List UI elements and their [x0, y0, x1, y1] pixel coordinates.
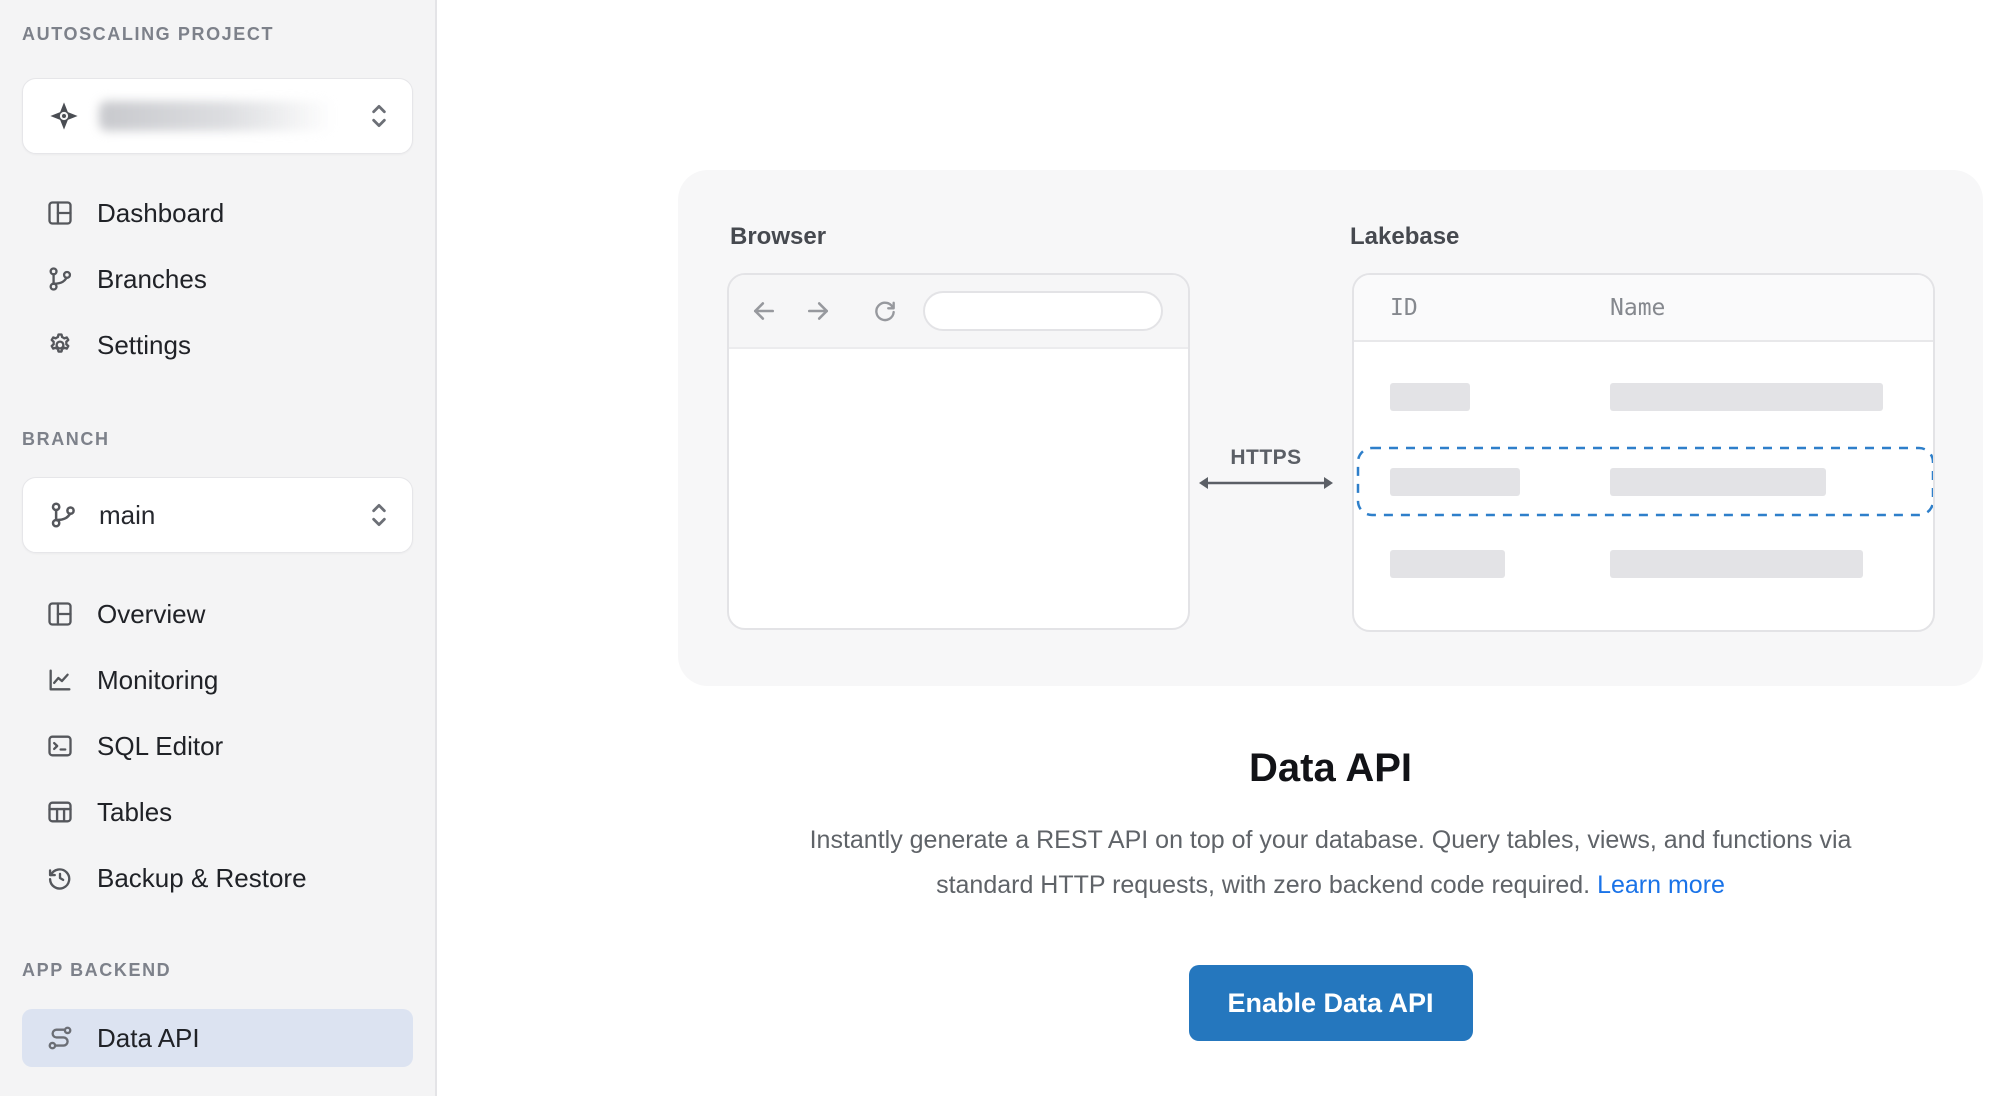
browser-toolbar	[729, 275, 1188, 349]
project-nav: Dashboard Branches Setti	[22, 187, 413, 371]
sidebar-item-dashboard[interactable]: Dashboard	[22, 187, 413, 239]
row2-id-placeholder	[1390, 468, 1520, 496]
sidebar-item-data-api[interactable]: Data API	[22, 1009, 413, 1067]
history-icon	[46, 864, 74, 892]
lakebase-label: Lakebase	[1350, 223, 1460, 250]
page-description: Instantly generate a REST API on top of …	[691, 818, 1971, 908]
row1-id-placeholder	[1390, 383, 1470, 411]
branch-nav: Overview Monitoring SQL Editor	[22, 588, 413, 904]
chevron-updown-icon	[366, 500, 392, 530]
row3-name-placeholder	[1610, 550, 1863, 578]
route-icon	[46, 1024, 74, 1052]
dashboard-icon	[46, 199, 74, 227]
sidebar-item-backup-restore[interactable]: Backup & Restore	[22, 852, 413, 904]
sidebar-item-tables[interactable]: Tables	[22, 786, 413, 838]
browser-mockup	[727, 273, 1190, 630]
monitoring-icon	[46, 666, 74, 694]
enable-data-api-button[interactable]: Enable Data API	[1188, 965, 1473, 1041]
browser-label: Browser	[730, 223, 827, 250]
lakebase-table-mockup: ID Name	[1352, 273, 1935, 632]
row2-name-placeholder	[1610, 468, 1826, 496]
row3-id-placeholder	[1390, 550, 1505, 578]
tables-icon	[46, 798, 74, 826]
url-bar	[923, 291, 1163, 331]
description-line1: Instantly generate a REST API on top of …	[809, 826, 1852, 854]
column-header-id: ID	[1390, 294, 1418, 321]
branch-icon	[48, 500, 78, 530]
branch-icon	[46, 265, 74, 293]
column-header-name: Name	[1610, 294, 1666, 321]
backend-section-label: APP BACKEND	[22, 960, 172, 980]
reload-icon	[872, 298, 898, 324]
branch-selector-value: main	[99, 499, 156, 530]
project-selector[interactable]	[22, 78, 413, 154]
sidebar-item-branches[interactable]: Branches	[22, 253, 413, 305]
forward-arrow-icon	[804, 297, 832, 325]
project-section-label: AUTOSCALING PROJECT	[22, 24, 275, 44]
sidebar-item-sql-editor[interactable]: SQL Editor	[22, 720, 413, 772]
branch-selector[interactable]: main	[22, 477, 413, 553]
project-name-redacted	[99, 101, 334, 131]
table-header-row: ID Name	[1354, 275, 1933, 342]
page-title: Data API	[1248, 746, 1412, 790]
sidebar-item-overview[interactable]: Overview	[22, 588, 413, 640]
gear-icon	[46, 331, 74, 359]
backend-nav: Data API	[22, 1009, 413, 1067]
https-connection: HTTPS	[1198, 446, 1334, 497]
sidebar: AUTOSCALING PROJECT	[0, 0, 437, 1096]
chevron-updown-icon	[366, 101, 392, 131]
description-line2: standard HTTP requests, with zero backen…	[936, 871, 1591, 899]
highlighted-row-outline	[1356, 446, 1933, 517]
illustration-card: Browser	[678, 170, 1983, 686]
https-label: HTTPS	[1230, 446, 1302, 469]
sql-editor-icon	[46, 732, 74, 760]
sidebar-item-monitoring[interactable]: Monitoring	[22, 654, 413, 706]
row1-name-placeholder	[1610, 383, 1883, 411]
double-arrow-icon	[1199, 477, 1333, 489]
back-arrow-icon	[750, 297, 778, 325]
learn-more-link[interactable]: Learn more	[1597, 871, 1725, 899]
branch-section-label: BRANCH	[22, 429, 110, 449]
sidebar-item-settings[interactable]: Settings	[22, 319, 413, 371]
overview-icon	[46, 600, 74, 628]
project-compass-icon	[48, 100, 80, 132]
